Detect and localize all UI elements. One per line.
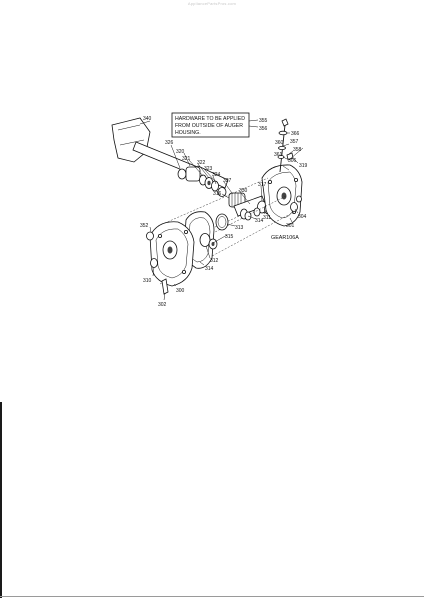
callout-317: 317 bbox=[258, 182, 267, 188]
callout-357: 357 bbox=[290, 139, 299, 145]
callout-312: 312 bbox=[210, 258, 219, 264]
callout-314: 314 bbox=[205, 266, 214, 272]
callout-352: 352 bbox=[140, 223, 149, 229]
note-line-2: FROM OUTSIDE OF AUGER bbox=[175, 123, 243, 129]
callout-319: 319 bbox=[299, 163, 308, 169]
callout-356: 356 bbox=[259, 126, 268, 132]
callout-300: 300 bbox=[176, 288, 185, 294]
callout-323: 323 bbox=[204, 166, 213, 172]
callout-324: 324 bbox=[212, 172, 221, 178]
callout-314b: 314 bbox=[255, 218, 264, 224]
callout-311: 311 bbox=[263, 215, 271, 221]
callout-361: 361 bbox=[274, 152, 283, 158]
callout-340: 340 bbox=[143, 116, 152, 122]
page-edge-rule bbox=[0, 402, 2, 598]
callout-355: 355 bbox=[259, 118, 268, 124]
page-bottom-rule bbox=[0, 596, 424, 597]
callout-358: 358 bbox=[293, 147, 302, 153]
callout-330: 330 bbox=[239, 188, 248, 194]
callout-320: 320 bbox=[176, 149, 185, 155]
note-line-3: HOUSING. bbox=[175, 130, 201, 136]
hardware-note-box: HARDWARE TO BE APPLIED FROM OUTSIDE OF A… bbox=[171, 112, 259, 138]
callout-366: 366 bbox=[291, 131, 300, 137]
callout-301: 301 bbox=[286, 223, 295, 229]
callout-306: 306 bbox=[288, 158, 297, 164]
drawing-code: GEAR106A bbox=[271, 235, 299, 241]
note-line-1: HARDWARE TO BE APPLIED bbox=[175, 116, 245, 122]
callout-304: 304 bbox=[298, 214, 307, 220]
bearing-washer-stack bbox=[177, 166, 219, 192]
drive-gear-part bbox=[215, 208, 252, 231]
callout-360: 360 bbox=[275, 140, 284, 146]
callout-315: 315 bbox=[225, 234, 234, 240]
right-gear-housing bbox=[261, 164, 303, 227]
callout-327: 327 bbox=[223, 178, 232, 184]
callout-316: 316 bbox=[213, 191, 222, 197]
callout-313: 313 bbox=[235, 225, 244, 231]
auger-shaft-part bbox=[111, 117, 229, 189]
callout-302: 302 bbox=[158, 302, 167, 308]
callout-labels: 340 326 320 321 322 323 324 327 316 330 … bbox=[140, 116, 308, 308]
callout-322: 322 bbox=[197, 160, 206, 166]
bolt-assembly bbox=[277, 118, 304, 173]
watermark-text: AppliancePartsPros.com bbox=[187, 1, 237, 6]
callout-leaders bbox=[139, 120, 299, 301]
callout-321: 321 bbox=[182, 156, 191, 162]
left-gear-housing bbox=[146, 221, 195, 295]
callout-326: 326 bbox=[165, 140, 174, 146]
callout-310: 310 bbox=[143, 278, 152, 284]
